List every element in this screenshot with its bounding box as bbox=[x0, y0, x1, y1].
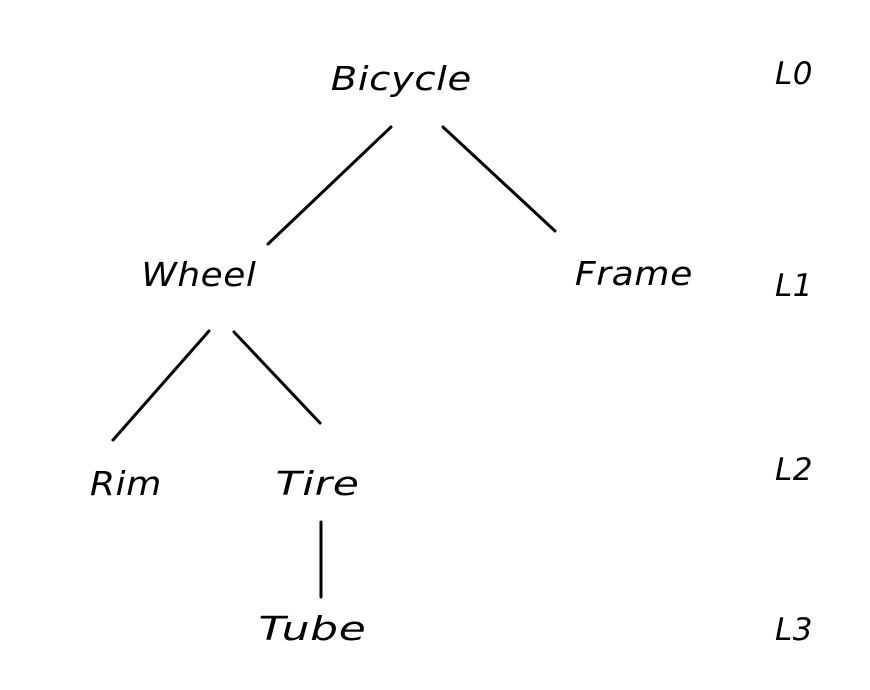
edge-bicycle-wheel bbox=[266, 125, 393, 246]
level-label-l3: L3 bbox=[775, 612, 813, 648]
level-label-l2: L2 bbox=[775, 452, 813, 488]
level-label-l0: L0 bbox=[775, 56, 813, 92]
node-tube: Tube bbox=[258, 609, 367, 648]
level-label-l1: L1 bbox=[775, 268, 813, 304]
node-rim: Rim bbox=[89, 464, 162, 503]
node-frame: Frame bbox=[574, 254, 693, 293]
edge-wheel-rim bbox=[111, 329, 211, 442]
node-tire: Tire bbox=[275, 464, 360, 503]
node-wheel: Wheel bbox=[141, 255, 257, 294]
edge-wheel-tire bbox=[232, 330, 322, 425]
edge-bicycle-frame bbox=[441, 125, 557, 233]
node-bicycle: Bicycle bbox=[330, 59, 472, 98]
